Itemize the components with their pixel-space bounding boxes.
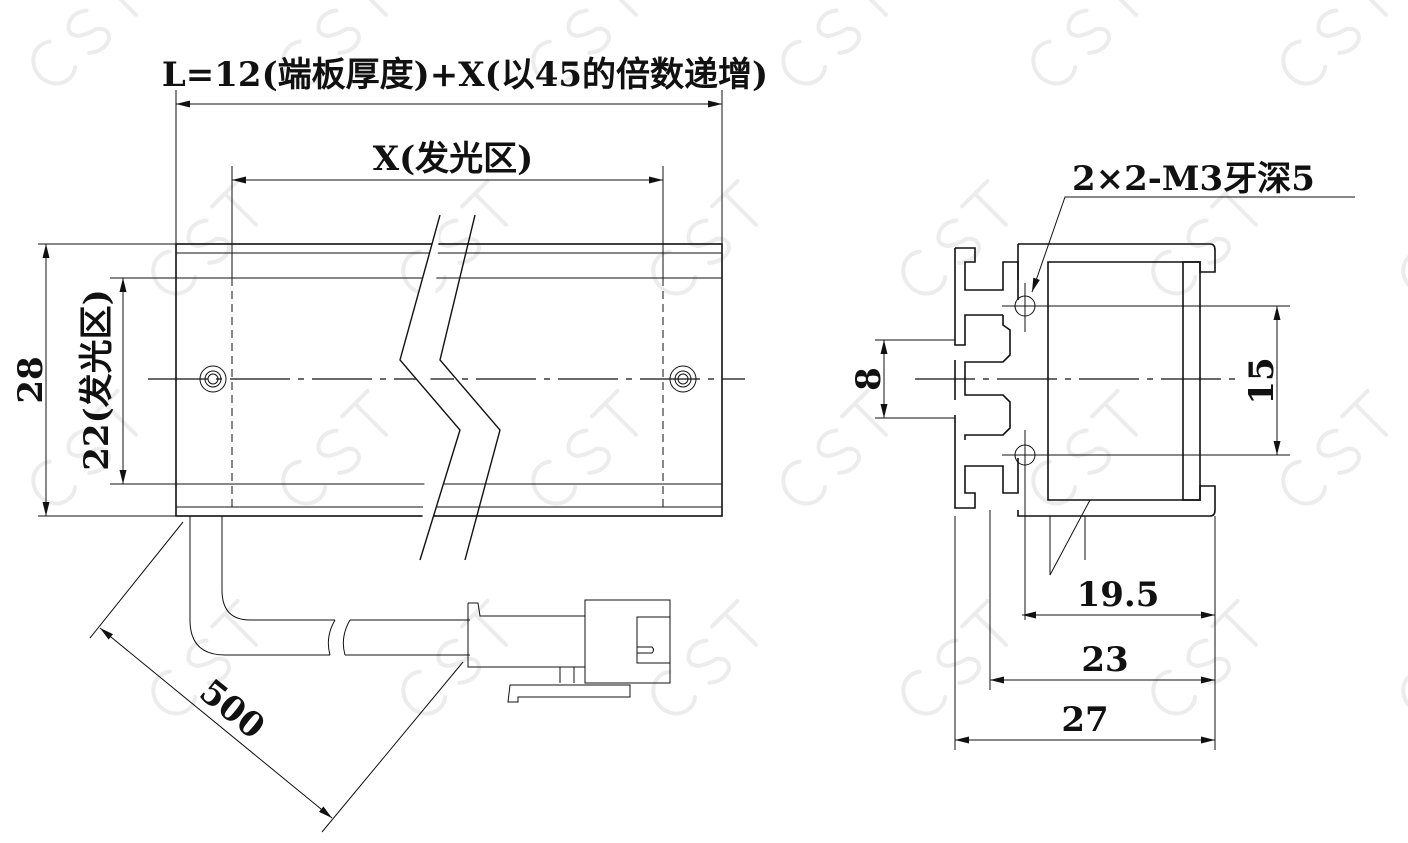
height-label: 28 xyxy=(11,356,51,403)
side-view: 2×2-M3牙深5 15 8 19.5 23 27 xyxy=(849,159,1355,750)
watermark-logo xyxy=(1025,389,1149,513)
watermark-logo xyxy=(1275,389,1399,513)
watermark-logo xyxy=(395,599,519,723)
depth-label-23: 23 xyxy=(1081,640,1128,680)
length-label: L=12(端板厚度)+X(以45的倍数递增) xyxy=(162,55,768,95)
watermark-logo xyxy=(145,179,269,303)
watermark-logo xyxy=(775,389,899,513)
watermark-logo xyxy=(645,599,769,723)
front-view: L=12(端板厚度)+X(以45的倍数递增) X(发光区) 28 22(发光区)… xyxy=(11,55,768,833)
watermark-logo xyxy=(525,389,649,513)
watermark-logo xyxy=(1025,0,1149,94)
watermark-logo xyxy=(1275,0,1399,94)
hole-spacing-label: 15 xyxy=(1242,357,1282,404)
depth-label-19-5: 19.5 xyxy=(1077,575,1160,615)
diffuser-plate xyxy=(1182,261,1201,501)
watermark-logo xyxy=(1395,179,1408,303)
mount-hole-right xyxy=(669,365,697,393)
watermark-logo xyxy=(775,0,899,94)
thread-label: 2×2-M3牙深5 xyxy=(1072,159,1315,199)
watermark-logo xyxy=(395,179,519,303)
light-body-outline xyxy=(175,243,723,517)
break-line xyxy=(399,214,461,561)
emitting-length-label: X(发光区) xyxy=(373,139,534,179)
depth-label-27: 27 xyxy=(1061,700,1108,740)
cable xyxy=(189,516,470,656)
connector xyxy=(467,599,671,703)
watermark-logo xyxy=(1145,599,1269,723)
mount-hole-left xyxy=(199,365,227,393)
watermark-logo xyxy=(25,0,149,94)
watermark-logo xyxy=(895,179,1019,303)
watermark-logo xyxy=(895,599,1019,723)
slot-label: 8 xyxy=(849,367,889,391)
watermark-logo xyxy=(275,389,399,513)
emitting-height-label: 22(发光区) xyxy=(77,289,117,471)
watermark-logo xyxy=(1395,599,1408,723)
